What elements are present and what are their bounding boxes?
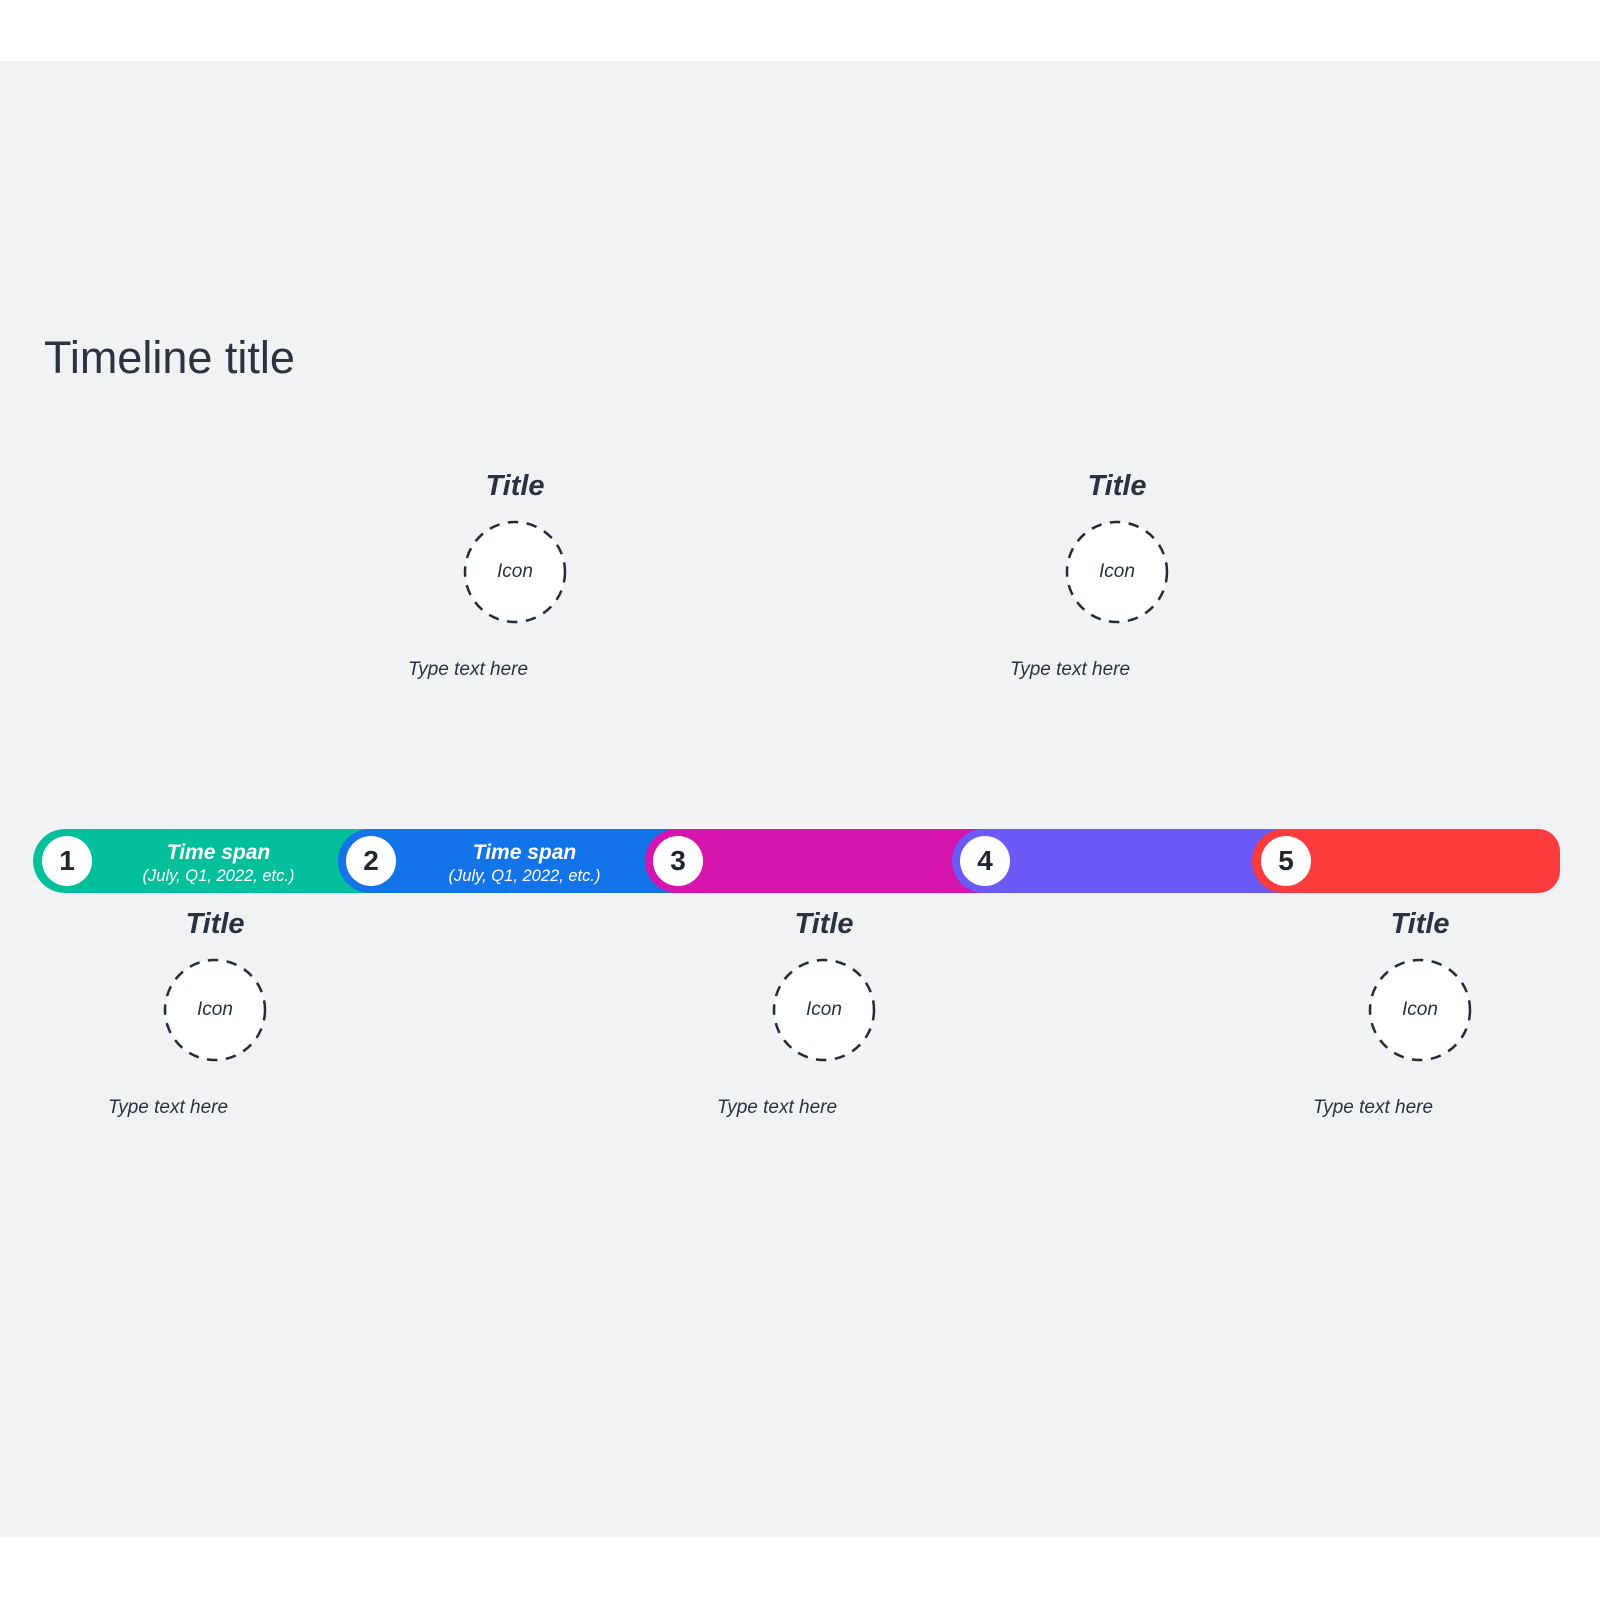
segment-2-number-badge[interactable]: 2 xyxy=(346,836,396,886)
milestone-text[interactable]: Type text here xyxy=(1313,1097,1434,1118)
milestone-text[interactable]: Type text here xyxy=(108,1097,229,1118)
dashed-circle-icon xyxy=(1065,520,1169,624)
milestone-top-1: Title Icon Type text here xyxy=(385,470,645,682)
icon-label: Icon xyxy=(806,999,842,1020)
icon-label: Icon xyxy=(197,999,233,1020)
milestone-title[interactable]: Title xyxy=(794,908,854,940)
segment-1-number: 1 xyxy=(59,845,75,876)
milestone-bottom-1: Title Icon Type text here xyxy=(85,908,345,1120)
icon-label: Icon xyxy=(497,561,533,582)
milestone-bottom-3: Title Icon Type text here xyxy=(1290,908,1550,1120)
milestone-icon-placeholder[interactable]: Icon xyxy=(1368,958,1472,1062)
milestone-title[interactable]: Title xyxy=(1087,470,1147,502)
dashed-circle-icon xyxy=(463,520,567,624)
dashed-circle-icon xyxy=(163,958,267,1062)
dashed-circle-icon xyxy=(772,958,876,1062)
segment-1-number-badge[interactable]: 1 xyxy=(42,836,92,886)
milestone-bottom-2: Title Icon Type text here xyxy=(694,908,954,1120)
icon-label: Icon xyxy=(1402,999,1438,1020)
segment-3-number-badge[interactable]: 3 xyxy=(653,836,703,886)
milestone-text[interactable]: Type text here xyxy=(408,659,529,680)
timeline-bar: Time span (July, Q1, 2022, etc.) Time sp… xyxy=(33,829,1560,893)
segment-2-number: 2 xyxy=(363,845,379,876)
milestone-icon-placeholder[interactable]: Icon xyxy=(463,520,567,624)
segment-5-number-badge[interactable]: 5 xyxy=(1261,836,1311,886)
segment-4-number-badge[interactable]: 4 xyxy=(960,836,1010,886)
page-title[interactable]: Timeline title xyxy=(44,332,295,383)
milestone-icon-placeholder[interactable]: Icon xyxy=(1065,520,1169,624)
segment-4-number: 4 xyxy=(977,845,993,876)
milestone-icon-placeholder[interactable]: Icon xyxy=(163,958,267,1062)
milestone-title[interactable]: Title xyxy=(185,908,245,940)
dashed-circle-icon xyxy=(1368,958,1472,1062)
milestone-text[interactable]: Type text here xyxy=(1010,659,1131,680)
icon-label: Icon xyxy=(1099,561,1135,582)
segment-5-number: 5 xyxy=(1278,845,1294,876)
milestone-title[interactable]: Title xyxy=(485,470,545,502)
milestone-title[interactable]: Title xyxy=(1390,908,1450,940)
milestone-icon-placeholder[interactable]: Icon xyxy=(772,958,876,1062)
milestone-top-2: Title Icon Type text here xyxy=(987,470,1247,682)
slide-background xyxy=(0,61,1600,1537)
milestone-text[interactable]: Type text here xyxy=(717,1097,838,1118)
segment-3-number: 3 xyxy=(670,845,686,876)
